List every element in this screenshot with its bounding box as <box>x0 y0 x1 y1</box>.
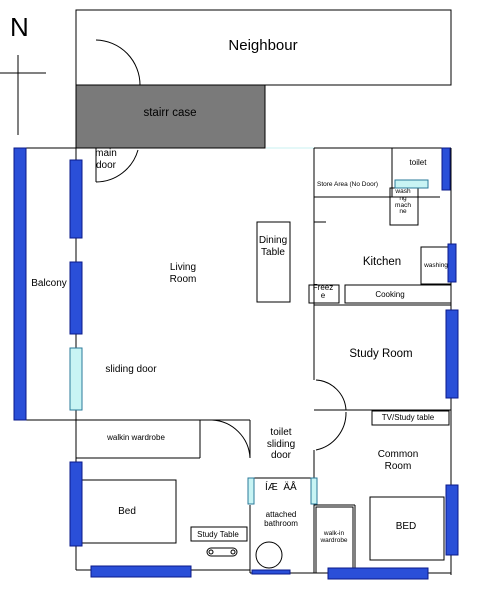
bath-fixture-glyphs: ÍÆ ÄÅ <box>265 482 297 493</box>
living-room-label: Living Room <box>169 262 197 285</box>
washing-machine-label: wash ng mach ne <box>395 188 411 216</box>
study-table-label: Study Table <box>197 530 239 539</box>
window-living-2 <box>69 261 83 335</box>
neighbour-label: Neighbour <box>228 37 298 54</box>
dining-table-label: Dining Table <box>258 235 288 258</box>
washing-label: washing <box>424 262 448 269</box>
toilet-sliding-door-right <box>310 477 318 505</box>
window-balcony-outer <box>13 147 27 421</box>
bed-left-label: Bed <box>118 506 136 517</box>
study-table-left <box>190 526 248 542</box>
toilet-sliding-door-left <box>247 477 255 505</box>
window-kitchen <box>447 243 457 283</box>
sink <box>206 547 238 557</box>
door-swing-study <box>315 379 347 411</box>
kitchen-label: Kitchen <box>362 256 402 268</box>
staircase-label: stairr case <box>143 107 197 119</box>
window-bottom-bath <box>251 569 291 575</box>
window-common <box>445 484 459 556</box>
sink-right-knob <box>230 549 236 555</box>
window-bedroom-left <box>69 461 83 547</box>
door-swing-common <box>315 411 347 451</box>
freeze-label: Freez e <box>312 283 334 301</box>
door-swing-neighbour <box>95 39 141 86</box>
cooking-counter <box>344 284 452 304</box>
bed-right-frame <box>369 496 445 561</box>
window-toilet <box>441 147 451 191</box>
door-swing-bedroom <box>211 419 251 459</box>
toilet-bowl <box>255 541 283 569</box>
window-study <box>445 309 459 399</box>
attached-bathroom-label: attached bathroom <box>264 510 298 529</box>
toilet-sliding-door-label: toilet sliding door <box>266 427 296 461</box>
balcony-label: Balcony <box>31 278 67 289</box>
staircase-block <box>75 84 266 149</box>
store-area-fixture <box>394 179 429 189</box>
compass-label: N <box>10 12 29 42</box>
cooking-label: Cooking <box>375 290 405 299</box>
toilet-label: toilet <box>409 158 427 167</box>
freeze-box <box>308 284 340 304</box>
store-area-label: Store Area (No Door) <box>317 181 379 188</box>
sliding-door-label: sliding door <box>105 364 157 375</box>
sink-left-knob <box>208 549 214 555</box>
dining-table <box>256 221 291 303</box>
common-room-label: Common Room <box>377 449 419 472</box>
bed-right-label: BED <box>395 521 417 532</box>
main-door-label: main door <box>95 148 117 171</box>
window-bottom-left <box>90 565 192 578</box>
tv-study-table <box>371 410 450 426</box>
walkin-wardrobe-right-label: walk-in wardrobe <box>320 530 348 545</box>
window-living-1 <box>69 159 83 239</box>
walkin-wardrobe-label: walkin wardrobe <box>107 433 165 442</box>
tv-study-table-label: TV/Study table <box>381 413 435 422</box>
sliding-door-glass <box>69 347 83 411</box>
study-room-label: Study Room <box>349 348 413 360</box>
window-bottom-right <box>327 567 429 580</box>
door-swing-main <box>95 149 139 183</box>
